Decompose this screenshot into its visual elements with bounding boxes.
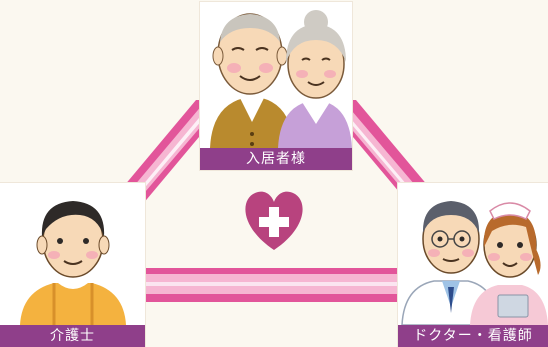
doctor-and-nurse-illustration [401, 201, 548, 326]
medical-staff-label: ドクター・看護師 [398, 325, 548, 347]
band-right [322, 100, 444, 205]
heart-with-cross-icon [245, 191, 303, 250]
caregiver-card: 介護士 [0, 183, 145, 347]
band-bottom [140, 268, 402, 302]
elderly-couple-illustration [210, 10, 352, 148]
medical-staff-card: ドクター・看護師 [398, 183, 548, 347]
residents-label: 入居者様 [200, 148, 352, 170]
residents-card: 入居者様 [200, 2, 352, 170]
caregiver-label: 介護士 [0, 325, 145, 347]
band-left [108, 100, 230, 205]
caregiver-illustration [20, 201, 126, 325]
